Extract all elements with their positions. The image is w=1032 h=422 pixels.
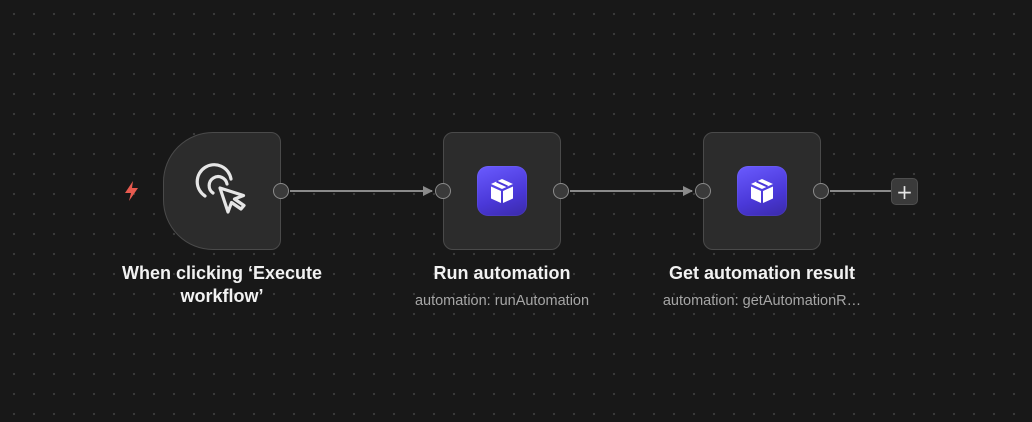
node-label-run-automation: Run automation bbox=[433, 263, 571, 283]
output-handle[interactable] bbox=[553, 183, 569, 199]
node-get-automation-result[interactable] bbox=[695, 132, 829, 250]
node-manual-trigger[interactable] bbox=[163, 132, 289, 250]
input-handle[interactable] bbox=[435, 183, 451, 199]
node-run-automation[interactable] bbox=[435, 132, 569, 250]
box-icon bbox=[737, 166, 787, 216]
lightning-bolt-icon bbox=[122, 180, 142, 207]
output-handle[interactable] bbox=[813, 183, 829, 199]
add-node-button[interactable]: + bbox=[891, 178, 918, 205]
box-icon bbox=[477, 166, 527, 216]
cursor-click-icon bbox=[194, 163, 250, 219]
output-handle[interactable] bbox=[273, 183, 289, 199]
input-handle[interactable] bbox=[695, 183, 711, 199]
node-sublabel-run-automation: automation: runAutomation bbox=[414, 293, 590, 309]
node-label-manual-trigger: When clicking ‘Execute workflow’ bbox=[121, 263, 323, 306]
node-sublabel-get-automation-result: automation: getAutomationR… bbox=[662, 293, 862, 309]
node-label-get-automation-result: Get automation result bbox=[668, 263, 856, 283]
